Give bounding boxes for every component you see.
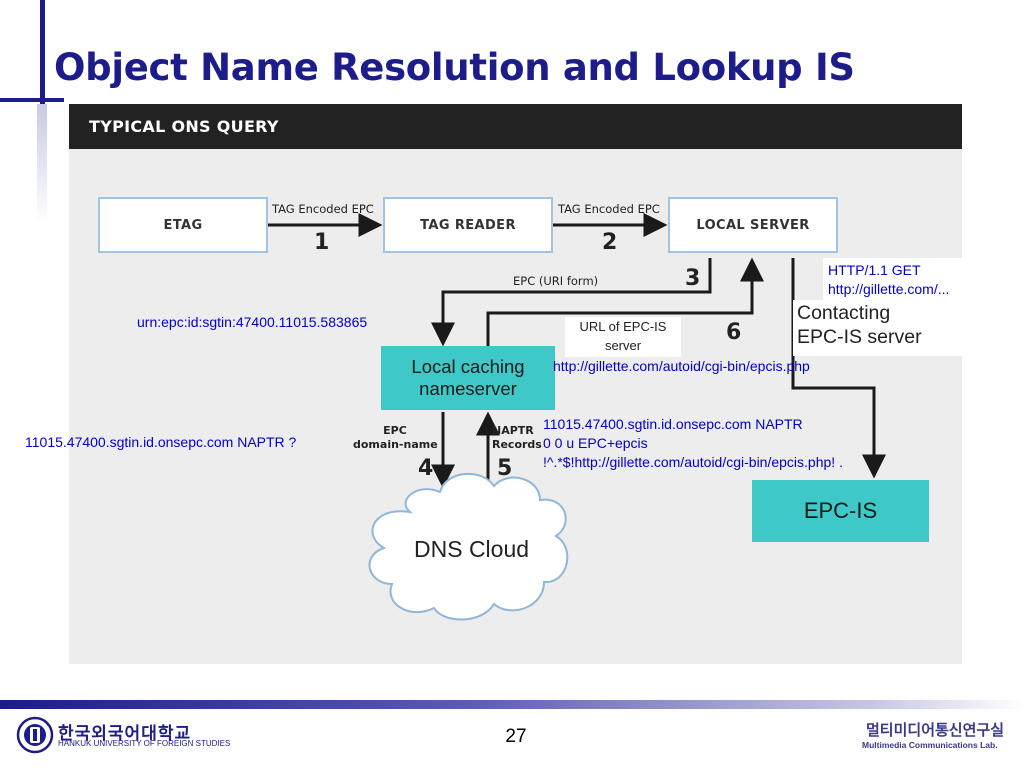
edge-4-label: EPC domain-name — [353, 424, 438, 452]
edge-1-number: 1 — [314, 230, 330, 255]
epcis-url-callout: http://gillette.com/autoid/cgi-bin/epcis… — [553, 358, 810, 374]
tag-reader-node: TAG READER — [383, 197, 553, 253]
edge-5-label-line1: NAPTR — [492, 424, 534, 437]
figure-heading-band — [69, 104, 962, 149]
edge-5-label: NAPTR Records — [492, 424, 542, 452]
edge-4-number: 4 — [418, 456, 434, 481]
etag-node-label: ETAG — [163, 217, 203, 233]
tag-reader-node-label: TAG READER — [420, 217, 516, 233]
university-seal-icon — [16, 716, 54, 754]
http-get-line1: HTTP/1.1 GET — [828, 262, 921, 278]
dns-cloud-shape — [368, 472, 569, 621]
contacting-label-bg — [793, 300, 962, 356]
edge-1-label: TAG Encoded EPC — [272, 202, 374, 216]
urn-callout: urn:epc:id:sgtin:47400.11015.583865 — [137, 314, 368, 330]
naptr-answer-line1: 11015.47400.sgtin.id.onsepc.com NAPTR — [543, 416, 803, 432]
edge-3-number: 3 — [685, 266, 701, 291]
title-accent-horizontal-line — [0, 98, 64, 102]
local-caching-nameserver-node: Local caching nameserver — [381, 346, 555, 410]
epc-is-node-label: EPC-IS — [803, 498, 878, 523]
naptr-query-callout: 11015.47400.sgtin.id.onsepc.com NAPTR ? — [25, 434, 297, 450]
naptr-answer-callout: 11015.47400.sgtin.id.onsepc.com NAPTR 0 … — [543, 415, 843, 472]
edge-2-number: 2 — [602, 230, 618, 255]
university-name-korean: 한국외국어대학교 — [58, 724, 192, 743]
figure-heading: TYPICAL ONS QUERY — [89, 117, 279, 136]
naptr-answer-line3: !^.*$!http://gillette.com/autoid/cgi-bin… — [543, 454, 843, 470]
lab-name-english: Multimedia Communications Lab. — [862, 740, 998, 750]
edge-5-label-line2: Records — [492, 438, 542, 451]
edge-6-label-line1: URL of EPC-IS — [579, 319, 667, 334]
arrow-3 — [431, 258, 712, 347]
epc-is-node: EPC-IS — [752, 480, 929, 542]
page-number: 27 — [505, 726, 527, 747]
university-name-english: HANKUK UNIVERSITY OF FOREIGN STUDIES — [58, 739, 231, 748]
slide-title: Object Name Resolution and Lookup IS — [54, 46, 855, 89]
arrow-6 — [486, 257, 764, 346]
title-accent-fade — [37, 104, 47, 224]
edge-3-label: EPC (URI form) — [513, 274, 599, 288]
http-get-line2: http://gillette.com/... — [828, 281, 950, 297]
title-accent-vertical-line — [40, 0, 45, 104]
dns-cloud-label: DNS Cloud — [414, 536, 530, 562]
etag-node: ETAG — [98, 197, 268, 253]
edge-4-label-line1: EPC — [383, 424, 407, 437]
lab-name-korean: 멀티미디어통신연구실 — [866, 722, 1005, 739]
edge-6-label-line2: server — [604, 338, 642, 353]
footer-band — [0, 700, 1024, 709]
contacting-label-line2: EPC-IS server — [797, 326, 922, 348]
edge-6-number: 6 — [726, 320, 742, 345]
local-server-node-label: LOCAL SERVER — [696, 217, 810, 233]
http-get-callout: HTTP/1.1 GET http://gillette.com/... — [828, 261, 949, 299]
edge-4-label-line2: domain-name — [353, 438, 438, 451]
edge-2-label: TAG Encoded EPC — [558, 202, 660, 216]
local-server-node: LOCAL SERVER — [668, 197, 838, 253]
caching-label-line2: nameserver — [419, 378, 517, 399]
contacting-label-line1: Contacting — [797, 302, 891, 324]
edge-5-number: 5 — [497, 456, 513, 481]
contacting-label: Contacting EPC-IS server — [797, 301, 922, 349]
http-get-bg — [823, 258, 973, 300]
edge-6-label: URL of EPC-IS server — [565, 317, 681, 357]
caching-label-line1: Local caching — [411, 356, 525, 377]
naptr-answer-line2: 0 0 u EPC+epcis — [543, 435, 648, 451]
